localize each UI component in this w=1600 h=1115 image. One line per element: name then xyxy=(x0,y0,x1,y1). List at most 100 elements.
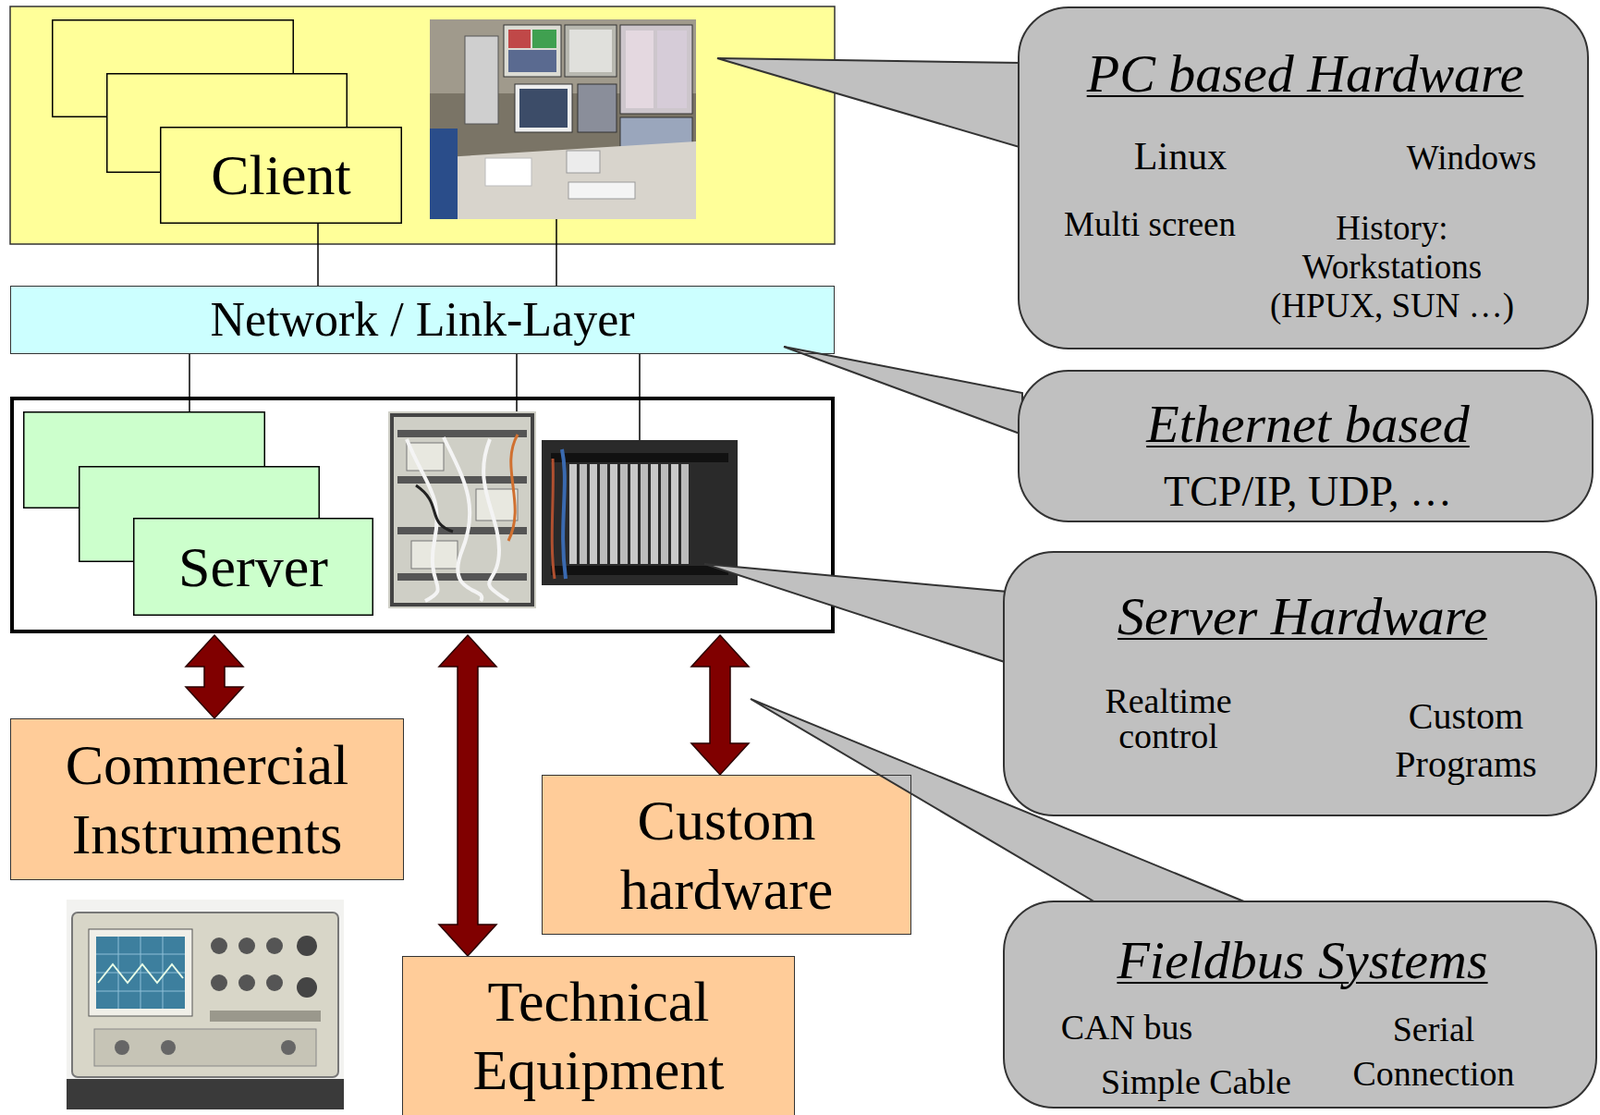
monitor xyxy=(514,84,573,133)
callout-title: Server Hardware xyxy=(1117,586,1488,648)
scope-knob xyxy=(210,937,228,954)
callout-tail xyxy=(717,58,1023,148)
node-label: Server xyxy=(178,532,329,601)
cable xyxy=(551,458,555,579)
crate-module xyxy=(599,464,608,564)
cable xyxy=(406,439,439,601)
equipment-box: Technical Equipment xyxy=(402,955,795,1115)
scope-knob xyxy=(238,937,256,954)
callout-text: History: Workstations (HPUX, SUN …) xyxy=(1246,208,1539,326)
crate-module xyxy=(610,464,618,564)
node-label: Commercial Instruments xyxy=(20,730,394,868)
box-fill xyxy=(10,285,835,355)
crate-module xyxy=(589,464,598,564)
double-arrow xyxy=(185,635,244,719)
crate-module xyxy=(681,464,689,564)
network-band: Network / Link-Layer xyxy=(10,285,835,355)
callout-bubble: Fieldbus SystemsCAN bus Serial Connection… xyxy=(1002,900,1598,1109)
crate-module xyxy=(630,464,638,564)
connector-line xyxy=(188,354,191,412)
rack-photo xyxy=(388,411,537,609)
scope-knob xyxy=(238,974,256,991)
control-room-photo xyxy=(429,19,697,220)
keyboard xyxy=(568,182,636,199)
callout-text: Multi screen xyxy=(1063,204,1236,245)
screen-tile xyxy=(625,30,654,109)
cable xyxy=(561,449,566,579)
scope-buttons xyxy=(209,1010,321,1022)
papers xyxy=(485,158,532,186)
scope-bezel xyxy=(88,928,193,1016)
client-stack: Client xyxy=(51,19,403,224)
callout-title: PC based Hardware xyxy=(1087,43,1525,106)
hardware-box: Custom hardware xyxy=(541,774,912,935)
monitor xyxy=(503,24,562,77)
scope-trace xyxy=(97,964,184,983)
screen xyxy=(569,29,612,73)
scope-connector xyxy=(280,1039,296,1055)
server-frame xyxy=(12,398,833,632)
crate-rail xyxy=(550,452,729,463)
cable xyxy=(483,439,509,601)
callout-bubble: Ethernet basedTCP/IP, UDP, … xyxy=(1017,369,1594,523)
crate-module xyxy=(671,464,679,564)
node-label: Client xyxy=(210,140,352,209)
crate-module xyxy=(579,464,587,564)
chair xyxy=(429,128,458,220)
photo-ground xyxy=(388,411,537,609)
callout-title: Fieldbus Systems xyxy=(1116,929,1488,992)
callout-text: CAN bus xyxy=(1061,1006,1194,1050)
link-wire xyxy=(638,354,641,440)
scope-connector xyxy=(114,1039,130,1055)
scope-knob xyxy=(266,974,283,991)
callout-text: Custom Programs xyxy=(1387,692,1545,789)
node-label: Technical Equipment xyxy=(412,966,785,1105)
node-label: Custom hardware xyxy=(551,785,902,924)
scope-knob xyxy=(210,974,228,991)
callout-bubble: PC based HardwareLinuxWindowsMulti scree… xyxy=(1017,6,1589,350)
rack-module xyxy=(476,488,518,521)
callout-tail xyxy=(783,346,1023,435)
instrument-box: Commercial Instruments xyxy=(10,718,404,880)
photo-ground xyxy=(429,19,697,220)
callout-bubble: Server HardwareRealtime control Custom Pr… xyxy=(1002,550,1598,817)
crate-module xyxy=(640,464,648,564)
stack-box xyxy=(160,127,403,224)
cable xyxy=(415,485,453,532)
crate-module xyxy=(569,464,577,564)
scope-connector xyxy=(160,1039,176,1055)
screen-tile xyxy=(508,29,531,49)
scope-screen xyxy=(96,936,185,1009)
node-label: Network / Link-Layer xyxy=(209,291,635,349)
connector-line xyxy=(317,223,319,286)
callout-text: Serial Connection xyxy=(1345,1006,1522,1096)
screen xyxy=(519,88,568,128)
crate-module xyxy=(650,464,659,564)
screen-tile xyxy=(508,49,557,73)
rack-rail xyxy=(397,429,527,438)
crate-rail xyxy=(550,565,729,575)
callout-title: Ethernet based xyxy=(1146,393,1470,456)
scope-knob xyxy=(296,977,318,998)
oscilloscope-photo xyxy=(66,899,344,1110)
scope-grid xyxy=(96,936,185,1009)
rack-frame xyxy=(391,415,533,605)
screen-tile xyxy=(657,30,687,109)
stack-box xyxy=(134,518,374,616)
telephone xyxy=(566,150,600,173)
scope-knob xyxy=(266,937,283,954)
panel-screen xyxy=(620,24,693,114)
box-fill xyxy=(541,774,912,935)
screen-tile xyxy=(532,29,557,49)
server-stack: Server xyxy=(23,411,374,616)
stack-front: Server xyxy=(133,517,374,616)
rack-rail xyxy=(397,526,527,535)
callout-text: TCP/IP, UDP, … xyxy=(1163,465,1453,517)
desk xyxy=(429,141,697,220)
monitor xyxy=(564,24,617,77)
scope-knob xyxy=(296,935,318,956)
stack-front: Client xyxy=(159,126,403,224)
callout-text: Realtime control xyxy=(1094,683,1243,754)
pc-tower xyxy=(464,36,499,124)
